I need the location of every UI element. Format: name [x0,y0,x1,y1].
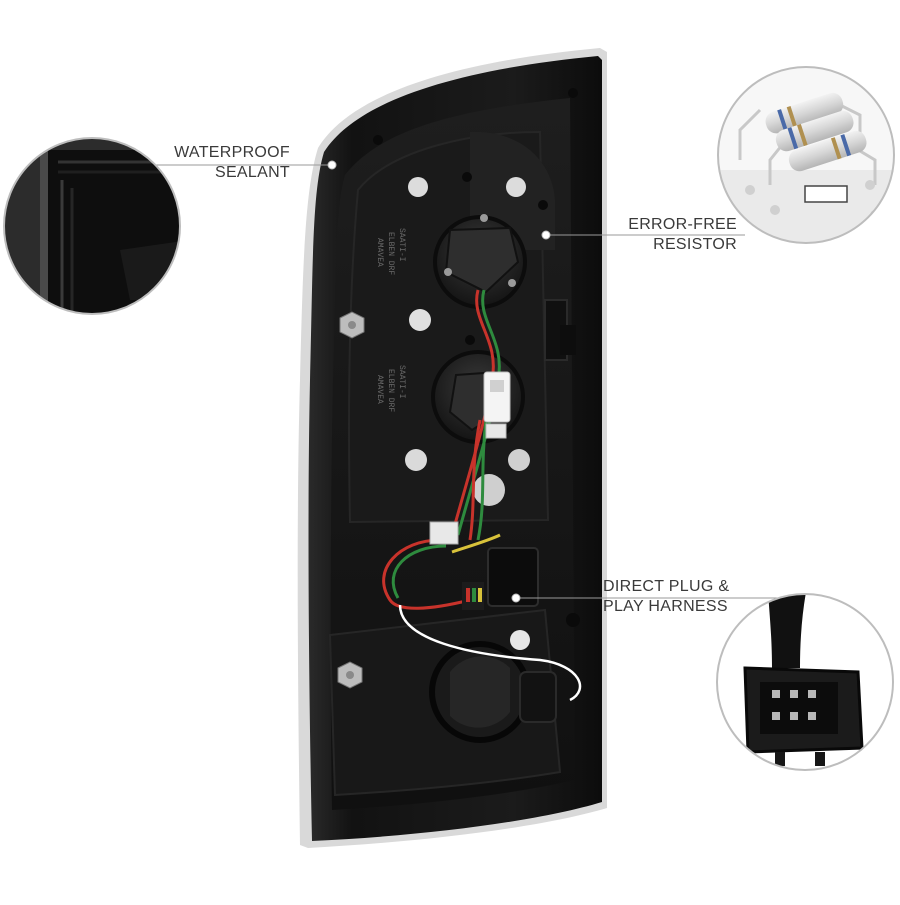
label-line: PLAY HARNESS [603,598,728,615]
svg-text:AMAVEA: AMAVEA [375,238,384,267]
sealant-detail [3,137,181,315]
mounting-stud [337,661,363,689]
label-line: RESISTOR [653,236,737,253]
waterproof-sealant-label: WATERPROOF SEALANT [150,143,290,183]
svg-text:SAATI-I: SAATI-I [397,365,406,399]
plug-and-play-harness-label: DIRECT PLUG & PLAY HARNESS [603,577,763,617]
label-line: WATERPROOF [174,144,290,161]
black-plug [462,547,539,610]
callout-dots [327,160,551,603]
svg-text:ELBEN DRF: ELBEN DRF [386,232,395,275]
label-line: DIRECT PLUG & [603,578,730,595]
label-line: SEALANT [214,164,290,181]
resistor-detail [717,66,895,244]
connector-detail [716,593,894,771]
error-free-resistor-label: ERROR-FREE RESISTOR [600,215,737,255]
mounting-stud [339,311,365,339]
callout-lines [150,164,780,599]
svg-text:AMAVEA: AMAVEA [375,375,384,404]
bulb-socket-upper [433,214,527,309]
tail-light-housing: AMAVEA ELBEN DRF SAATI-I AMAVEA ELBEN DR… [297,48,607,848]
svg-text:SAATI-I: SAATI-I [397,228,406,262]
white-connector [483,371,511,439]
svg-text:ELBEN DRF: ELBEN DRF [386,369,395,412]
label-line: ERROR-FREE [628,216,737,233]
